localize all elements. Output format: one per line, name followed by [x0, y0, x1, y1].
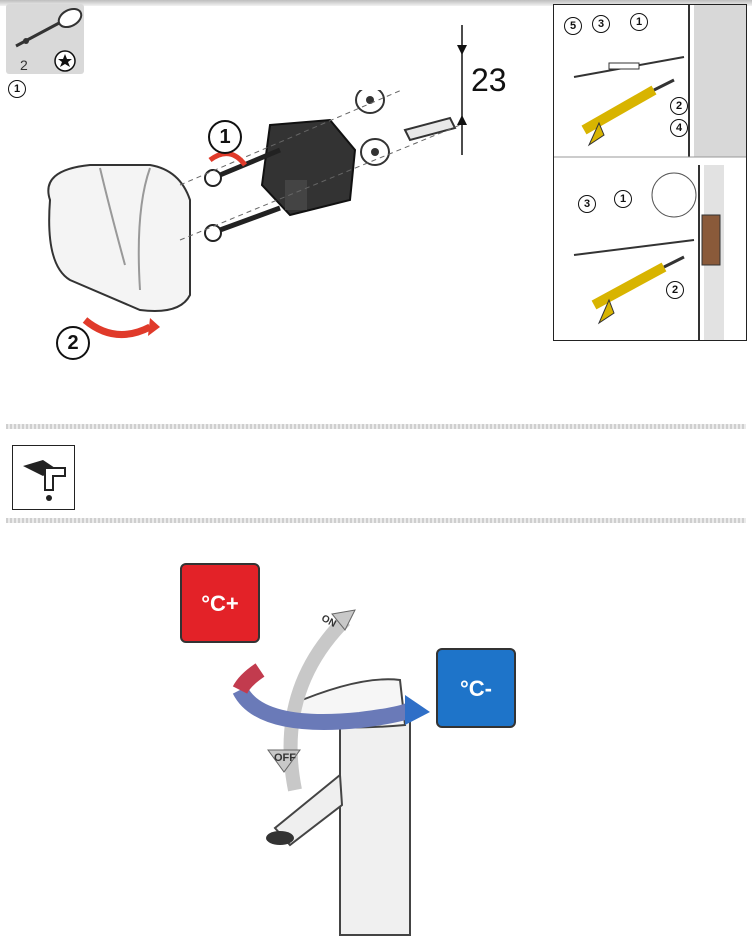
callout-2-lower: 2: [666, 281, 684, 299]
tools-box: 2: [6, 4, 84, 74]
callout-5: 5: [564, 17, 582, 35]
callout-3-lower: 3: [578, 195, 596, 213]
hot-label: °C+: [201, 591, 239, 616]
dimension-line: [457, 25, 467, 155]
bracket-mount-diagram: [47, 90, 461, 339]
dimension-value: 23: [471, 62, 507, 98]
top-border: [0, 0, 752, 6]
callout-3: 3: [592, 15, 610, 33]
step-marker-1-large: 1: [208, 120, 242, 154]
wall-installation-detail-panel: 5 3 1 2 4 3 1 2: [553, 4, 747, 341]
faucet-operation-diagram: [232, 609, 430, 936]
step-marker-1: 1: [8, 80, 26, 98]
divider-top: [6, 424, 746, 429]
callout-1: 1: [630, 13, 648, 31]
hot-water-tile: °C+: [180, 563, 260, 643]
tool-count: 2: [20, 57, 28, 73]
torx-bit-icon: [54, 50, 76, 72]
step-marker-2-large: 2: [56, 326, 90, 360]
cold-water-tile: °C-: [436, 648, 516, 728]
callout-2: 2: [670, 97, 688, 115]
cold-label: °C-: [459, 676, 492, 701]
screwdriver-icon: [15, 7, 83, 48]
callout-1-lower: 1: [614, 190, 632, 208]
off-label: OFF: [274, 752, 296, 764]
divider-bottom: [6, 518, 746, 523]
hand-wash-icon: [12, 445, 75, 510]
callout-4: 4: [670, 119, 688, 137]
sealant-installation-diagram: [554, 5, 746, 340]
